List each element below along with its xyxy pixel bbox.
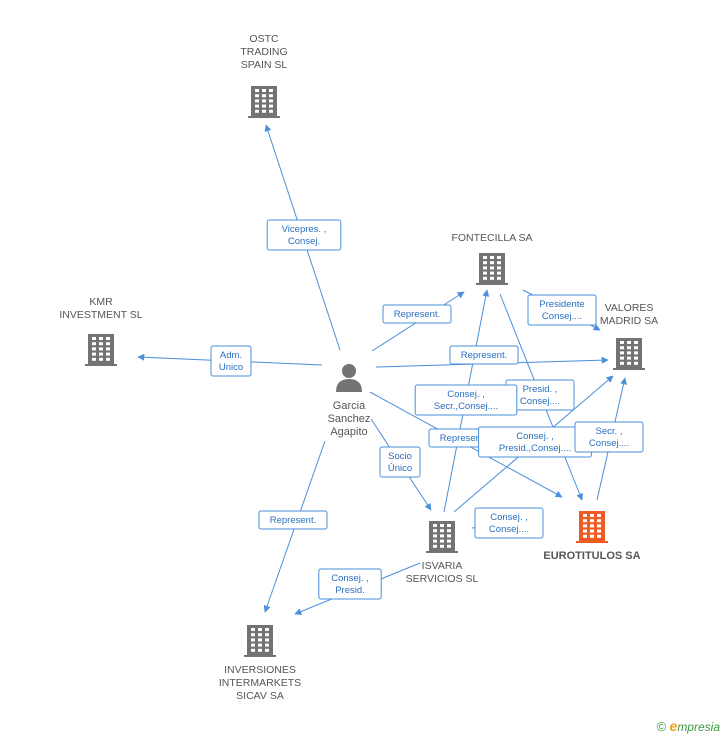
edge-label-text: Secr.,Consej....	[434, 401, 498, 412]
edge-label-box	[210, 345, 252, 377]
building-icon-kmr[interactable]	[85, 334, 117, 366]
edge-label-text: Consej.	[288, 236, 320, 247]
edge-label-box	[527, 294, 597, 326]
edge-label-box	[449, 345, 519, 365]
node-label-inversiones: INVERSIONES	[224, 664, 296, 676]
edge-label-e7[interactable]: Represent.	[258, 510, 328, 530]
edge-label-e3[interactable]: Represent.	[382, 304, 452, 324]
edge-label-text: Represent.	[440, 433, 486, 444]
building-icon-inversiones[interactable]	[244, 625, 276, 657]
edge-label-e12[interactable]: Secr. ,Consej....	[574, 421, 644, 453]
copyright-symbol: ©	[656, 719, 667, 734]
edge-label-text: Consej. ,	[331, 573, 369, 584]
edge-label-text: Consej. ,	[516, 431, 554, 442]
edge-label-text: Consej....	[589, 438, 629, 449]
edge-label-text: Presidente	[539, 299, 584, 310]
building-icon-isvaria[interactable]	[426, 521, 458, 553]
node-label-inversiones: SICAV SA	[236, 690, 284, 702]
building-icon-eurotitulos[interactable]	[576, 511, 608, 543]
node-label-eurotitulos: EUROTITULOS SA	[543, 550, 640, 562]
node-label-garcia: Sanchez	[328, 413, 371, 425]
edge-label-text: Presid.,Consej....	[499, 443, 571, 454]
edge-label-e2[interactable]: Adm.Unico	[210, 345, 252, 377]
edge-label-text: Presid.	[335, 585, 365, 596]
edge-label-box	[414, 384, 518, 416]
edge-label-e1[interactable]: Vicepres. ,Consej.	[266, 219, 342, 251]
node-label-kmr: KMR	[89, 296, 113, 308]
node-label-garcia: Garcia	[333, 400, 366, 412]
edge-label-text: Consej. ,	[447, 389, 485, 400]
edge-label-text: Socio	[388, 451, 412, 462]
edge-label-text: Adm.	[220, 350, 242, 361]
node-label-ostc: SPAIN SL	[241, 59, 288, 71]
node-label-valores: MADRID SA	[600, 315, 658, 327]
edge-label-box	[318, 568, 382, 600]
edge-label-box	[379, 446, 421, 478]
brand-name: mpresia	[677, 720, 720, 734]
node-label-isvaria: ISVARIA	[422, 560, 463, 572]
edge-label-text: Presid. ,	[523, 384, 558, 395]
edge-label-text: Consej....	[520, 396, 560, 407]
edge-label-e4[interactable]: Represent.	[449, 345, 519, 365]
building-icon-valores[interactable]	[613, 338, 645, 370]
edge-label-text: Represent.	[394, 309, 440, 320]
edge-label-e11[interactable]: Consej. ,Presid.,Consej....	[478, 426, 592, 458]
building-icon-ostc[interactable]	[248, 86, 280, 118]
node-label-ostc: TRADING	[240, 46, 287, 58]
edge-label-e13[interactable]: Consej. ,Consej....	[474, 507, 544, 539]
building-icon-fontecilla[interactable]	[476, 253, 508, 285]
person-icon-garcia[interactable]	[336, 364, 362, 392]
edge-label-text: Represent.	[270, 515, 316, 526]
node-label-garcia: Agapito	[330, 426, 367, 438]
node-label-isvaria: SERVICIOS SL	[406, 573, 479, 585]
edge-label-box	[574, 421, 644, 453]
edge-label-box	[382, 304, 452, 324]
edge-label-text: Represent.	[461, 350, 507, 361]
edge-label-text: Secr. ,	[596, 426, 623, 437]
empresia-watermark[interactable]: © empresia	[657, 718, 720, 734]
node-label-ostc: OSTC	[249, 33, 279, 45]
edge-label-text: Consej. ,	[490, 512, 528, 523]
edge-labels-layer: Vicepres. ,Consej.Adm.UnicoRepresent.Rep…	[210, 219, 644, 600]
edge-label-text: Único	[388, 463, 412, 474]
edge-label-text: Consej....	[542, 311, 582, 322]
edge-label-e8[interactable]: PresidenteConsej....	[527, 294, 597, 326]
edge-label-box	[474, 507, 544, 539]
edge-label-box	[258, 510, 328, 530]
edge-label-text: Consej....	[489, 524, 529, 535]
brand-initial: e	[669, 718, 678, 734]
edge-label-box	[266, 219, 342, 251]
edge-label-text: Unico	[219, 362, 243, 373]
node-label-fontecilla: FONTECILLA SA	[451, 232, 532, 244]
edge-label-e14[interactable]: Consej. ,Presid.	[318, 568, 382, 600]
node-label-kmr: INVESTMENT SL	[59, 309, 142, 321]
node-label-valores: VALORES	[605, 302, 654, 314]
edge-label-text: Vicepres. ,	[282, 224, 327, 235]
edge-label-e10[interactable]: Consej. ,Secr.,Consej....	[414, 384, 518, 416]
node-label-inversiones: INTERMARKETS	[219, 677, 301, 689]
